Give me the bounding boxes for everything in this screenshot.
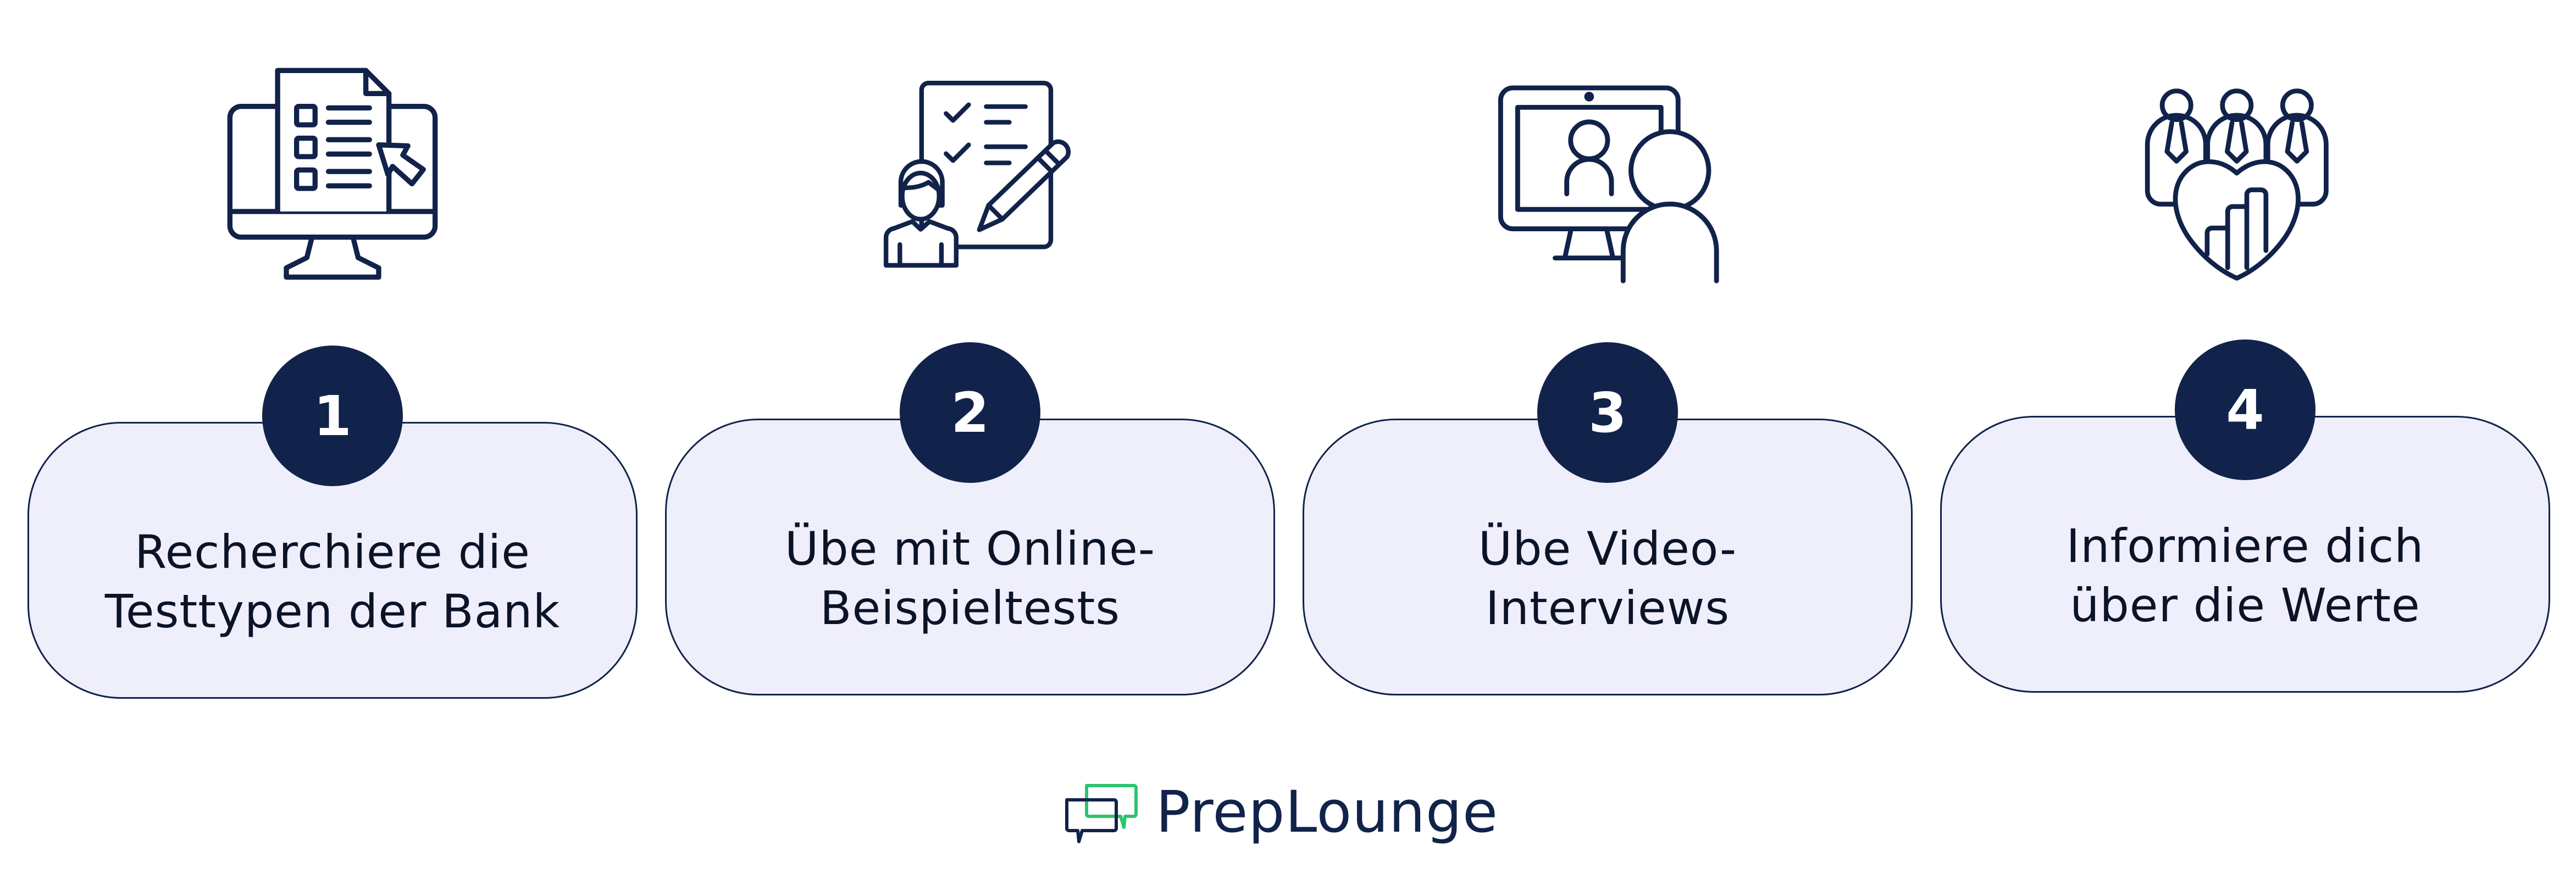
step-number-badge: 2: [900, 342, 1040, 483]
step-label: Recherchiere die Testtypen der Bank: [29, 522, 636, 641]
video-interview-icon: [1481, 69, 1734, 297]
step-label-line: Recherchiere die: [135, 525, 530, 579]
step-card-4: 4 Informiere dich über die Werte: [1940, 339, 2550, 693]
step-label-line: Übe mit Online-: [784, 522, 1156, 576]
step-label-line: Beispieltests: [819, 581, 1121, 635]
step-card-3: 3 Übe Video- Interviews: [1303, 342, 1913, 695]
step-label-line: über die Werte: [2070, 578, 2420, 632]
step-card-2: 2 Übe mit Online- Beispieltests: [665, 342, 1275, 695]
person-checklist-pencil-icon: [855, 58, 1085, 288]
team-heart-values-icon: [2130, 69, 2350, 297]
preplounge-logo: PrepLounge: [1063, 778, 1498, 845]
step-number-badge: 3: [1537, 342, 1678, 483]
step-label-line: Testtypen der Bank: [104, 584, 561, 638]
computer-checklist-cursor-icon: [217, 58, 448, 288]
step-label: Übe mit Online- Beispieltests: [667, 519, 1273, 638]
step-number-badge: 1: [262, 346, 403, 486]
step-label-line: Übe Video-: [1478, 522, 1737, 576]
step-label: Übe Video- Interviews: [1304, 519, 1911, 638]
step-label-line: Interviews: [1485, 581, 1730, 635]
logo-text: PrepLounge: [1156, 778, 1498, 845]
step-number-badge: 4: [2175, 339, 2315, 480]
step-label-line: Informiere dich: [2066, 519, 2424, 573]
chat-bubbles-icon: [1065, 784, 1138, 843]
step-label: Informiere dich über die Werte: [1942, 516, 2549, 635]
step-card-1: 1 Recherchiere die Testtypen der Bank: [27, 346, 638, 699]
